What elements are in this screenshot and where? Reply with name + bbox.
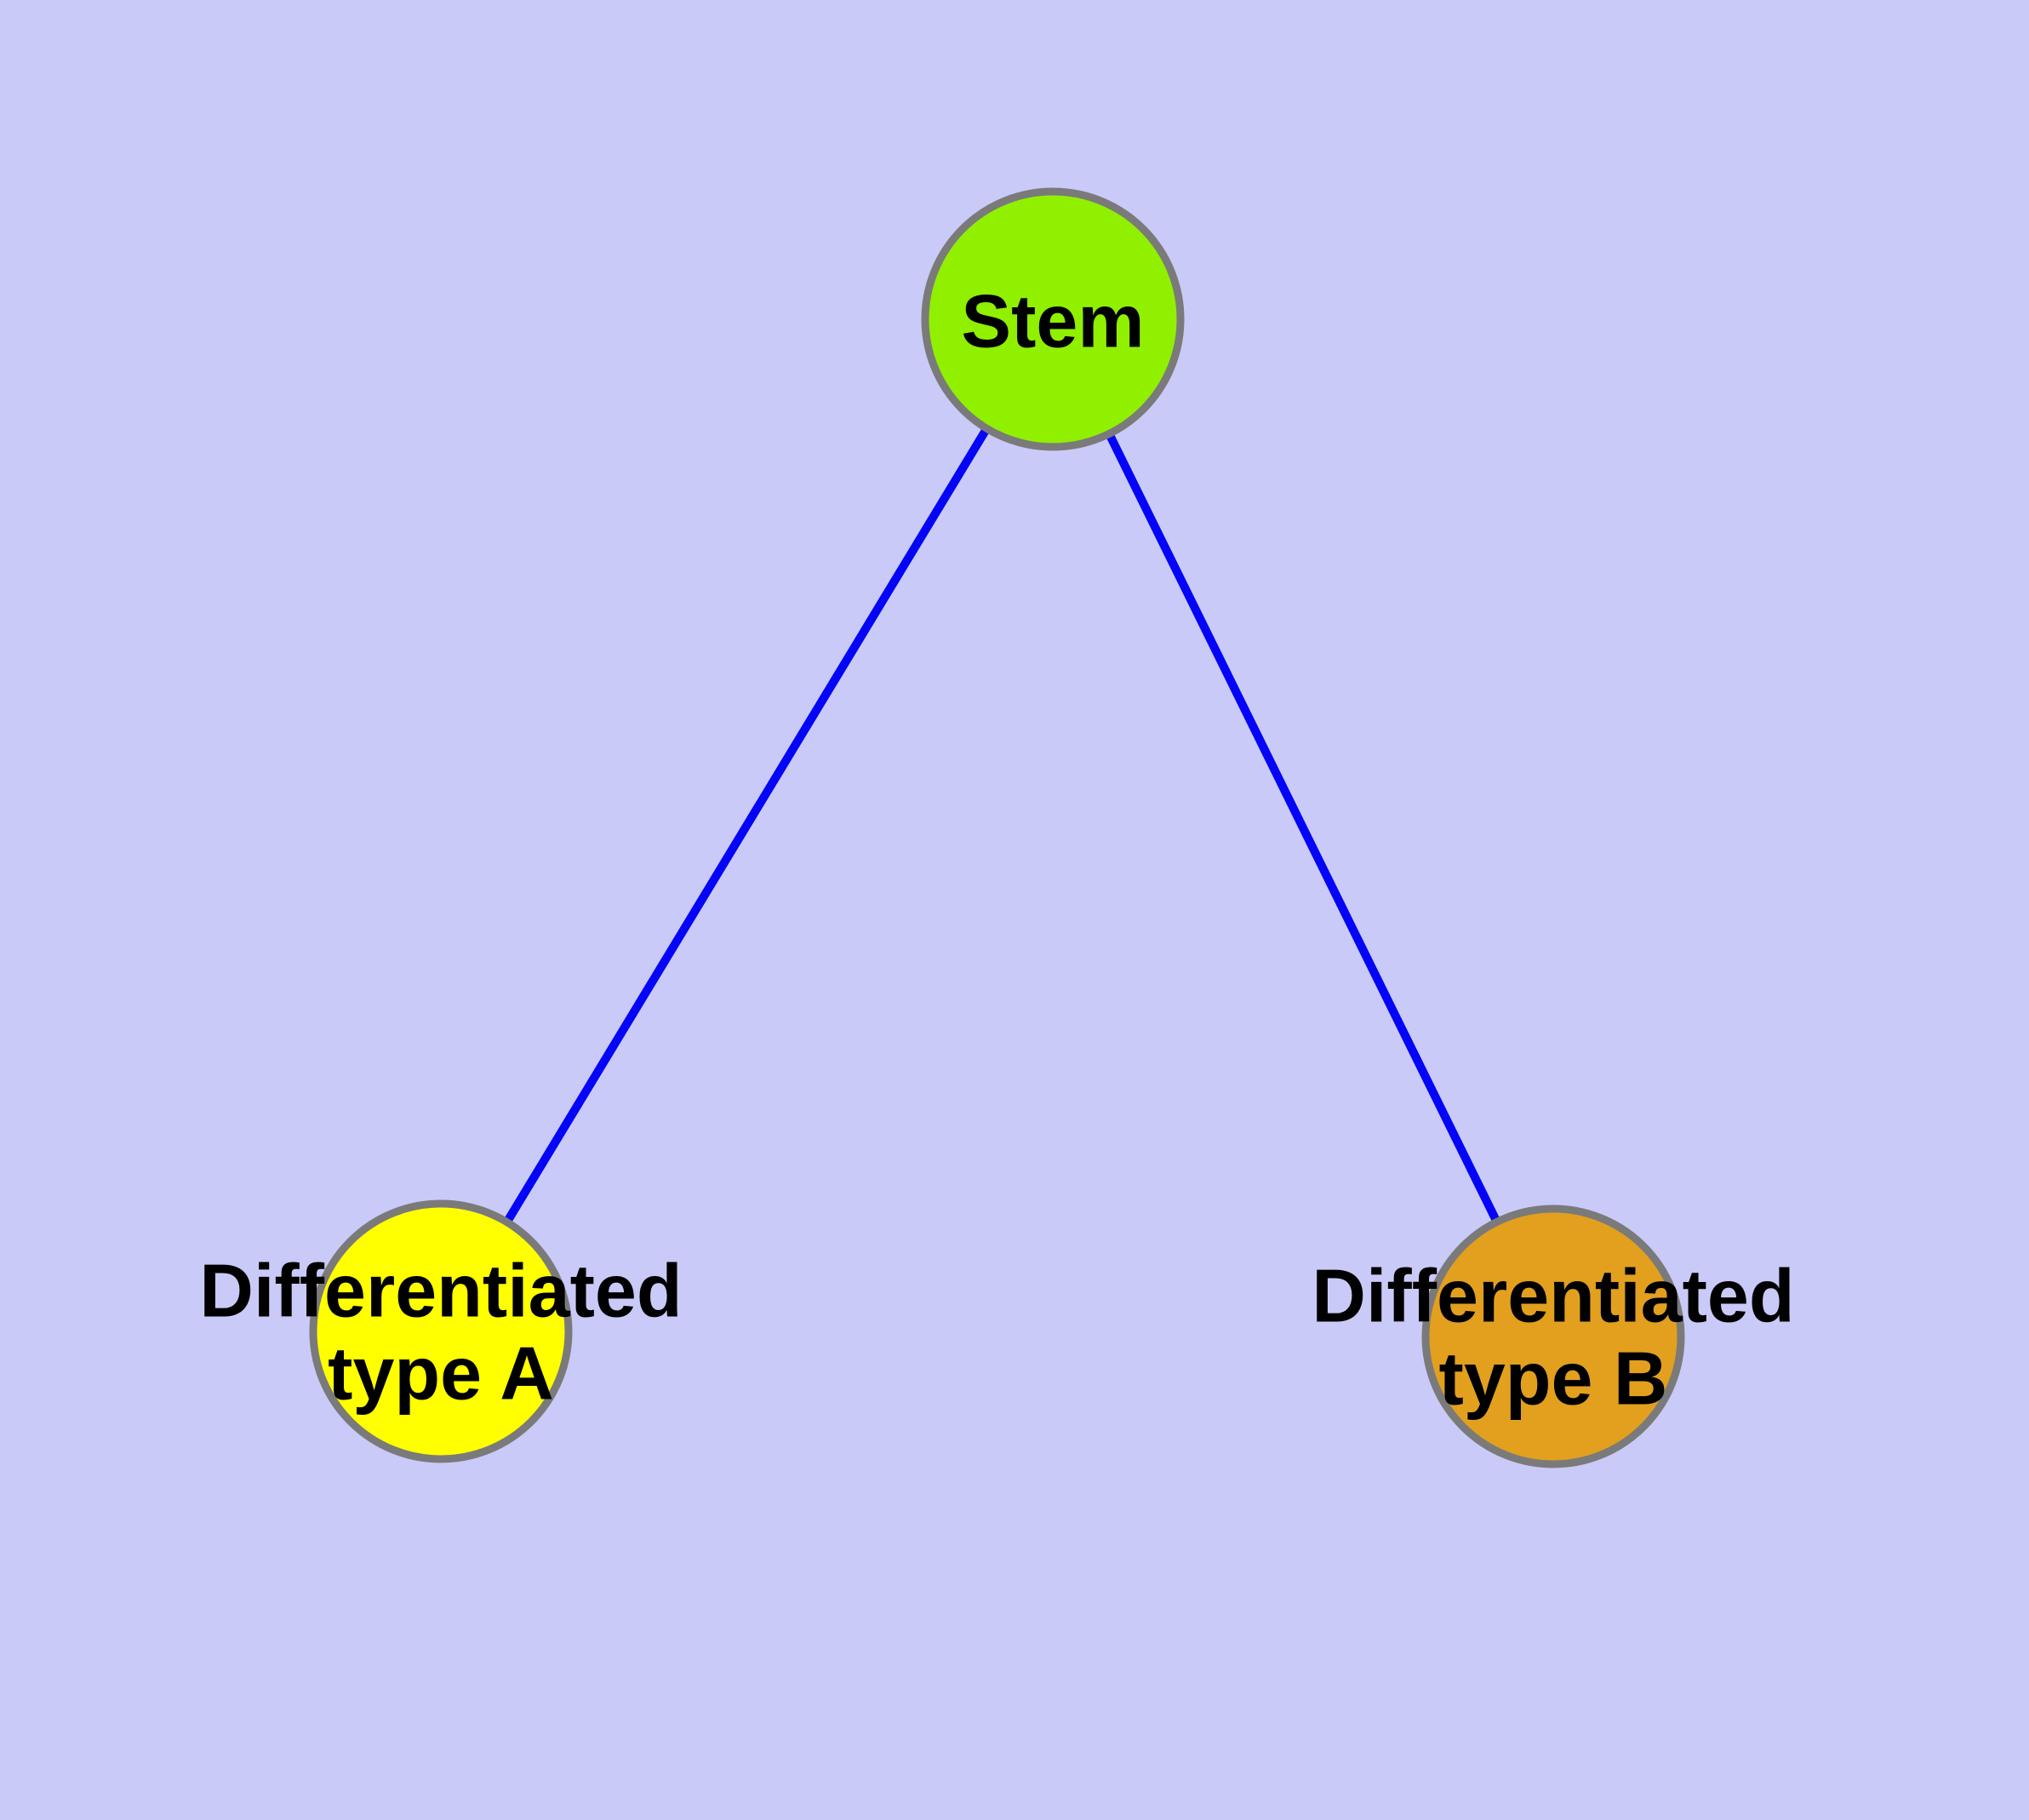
node-type-a-label-line1: Differentiated	[199, 1249, 682, 1333]
node-differentiated-type-a	[309, 1199, 573, 1463]
node-stem	[921, 187, 1185, 451]
node-type-b-label-line1: Differentiated	[1312, 1254, 1794, 1338]
node-differentiated-type-b	[1421, 1205, 1685, 1468]
edge-stem-to-type-a	[437, 317, 1057, 1334]
edge-stem-to-type-b	[1049, 317, 1557, 1339]
node-type-a-label-line2: type A	[328, 1331, 554, 1416]
node-type-b-label-line2: type B	[1439, 1336, 1668, 1421]
node-stem-label: Stem	[961, 279, 1144, 363]
